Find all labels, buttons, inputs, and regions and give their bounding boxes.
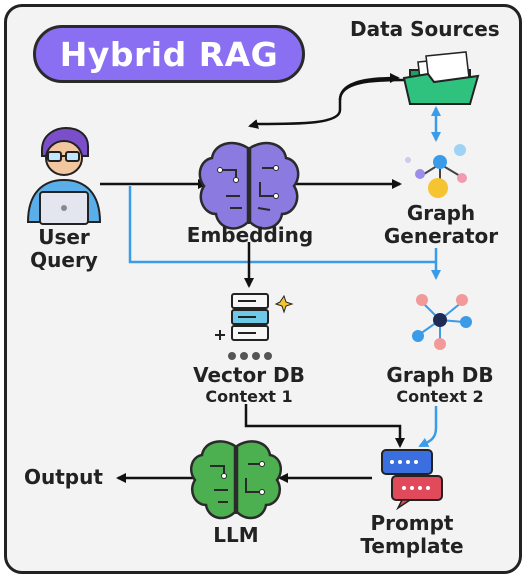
graph-nodes-icon bbox=[405, 144, 467, 198]
arrow-data-sources-to-embedding bbox=[248, 78, 405, 129]
chat-bubbles-icon bbox=[381, 449, 443, 511]
brain-icon bbox=[198, 141, 300, 230]
folder-icon bbox=[402, 51, 480, 105]
green-brain-icon bbox=[189, 440, 283, 520]
label-data-sources: Data Sources bbox=[350, 17, 500, 41]
label-graph: Graph bbox=[406, 201, 476, 225]
server-stack-icon bbox=[215, 293, 294, 360]
label-llm: LLM bbox=[213, 523, 259, 547]
user-at-laptop-icon bbox=[26, 126, 102, 225]
label-output: Output bbox=[24, 465, 103, 489]
arrow-embedding-to-data-sources bbox=[338, 73, 400, 101]
diagram-title: Hybrid RAG bbox=[59, 34, 279, 74]
label-template: Template bbox=[360, 534, 464, 558]
label-user-query: User Query bbox=[24, 226, 104, 272]
network-graph-icon bbox=[412, 294, 472, 350]
label-generator: Generator bbox=[383, 224, 499, 248]
label-context-1: Context 1 bbox=[205, 387, 293, 406]
label-vector-db: Vector DB bbox=[193, 363, 305, 387]
label-graph-db: Graph DB bbox=[386, 363, 494, 387]
label-graph-db-group: Graph DB Context 2 bbox=[378, 363, 502, 407]
arrow-context2-to-prompt bbox=[418, 406, 438, 448]
label-prompt: Prompt bbox=[370, 511, 454, 535]
label-embedding: Embedding bbox=[186, 223, 314, 247]
arrow-user-to-graph-db bbox=[128, 186, 436, 264]
label-graph-generator: Graph Generator bbox=[376, 202, 506, 248]
label-user: User bbox=[38, 225, 90, 249]
label-vector-db-group: Vector DB Context 1 bbox=[180, 363, 318, 407]
label-prompt-template: Prompt Template bbox=[352, 512, 472, 558]
label-query: Query bbox=[30, 248, 98, 272]
arrow-context1-to-prompt bbox=[244, 404, 405, 448]
arrows bbox=[100, 73, 441, 483]
title-pill: Hybrid RAG bbox=[33, 25, 305, 83]
label-context-2: Context 2 bbox=[396, 387, 484, 406]
